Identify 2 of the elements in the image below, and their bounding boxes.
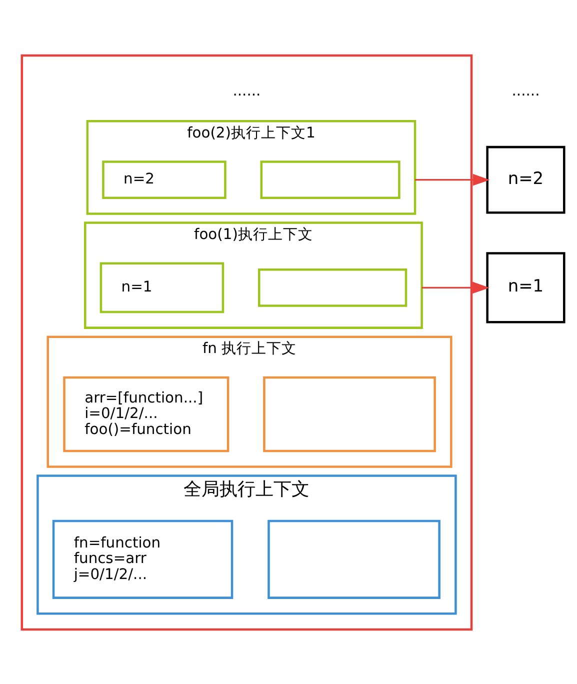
label: ...... <box>512 82 540 100</box>
label: ...... <box>232 82 261 100</box>
